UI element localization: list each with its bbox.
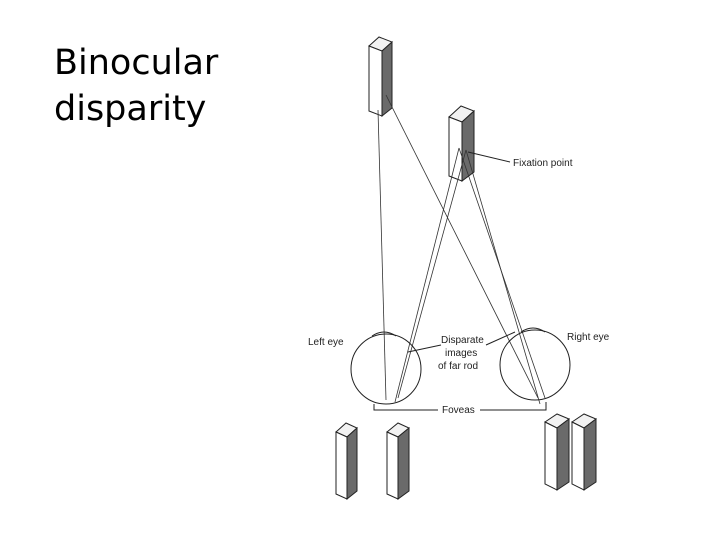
left-eye-label: Left eye	[308, 337, 344, 348]
far-rod	[368, 36, 393, 118]
left-view-rod-2	[386, 422, 410, 500]
right-view-rod-2	[571, 413, 597, 491]
left-eye-view	[335, 422, 410, 501]
disparate-images-label-line-1: Disparate	[441, 335, 484, 346]
right-eye-label: Right eye	[567, 332, 610, 343]
left-view-rod-1	[335, 422, 358, 501]
disparate-images-label-line-2: images	[445, 348, 477, 359]
disparate-images-label-line-3: of far rod	[438, 361, 478, 372]
near-rod	[448, 105, 475, 182]
disparate-images-leader	[407, 331, 516, 353]
left-eye	[350, 331, 422, 405]
foveas-label: Foveas	[442, 405, 475, 416]
slide-title: Binocular disparity	[54, 40, 218, 132]
near-rod-sight-lines	[394, 147, 546, 405]
far-rod-sight-lines	[377, 94, 539, 401]
title-line-2: disparity	[54, 89, 207, 129]
foveas-bracket	[373, 402, 547, 411]
fixation-point-leader	[467, 151, 511, 163]
fixation-point-label: Fixation point	[513, 158, 573, 169]
right-view-rod-1	[544, 413, 570, 491]
right-eye	[499, 327, 571, 401]
right-eye-view	[544, 413, 597, 491]
title-line-1: Binocular	[54, 43, 219, 83]
